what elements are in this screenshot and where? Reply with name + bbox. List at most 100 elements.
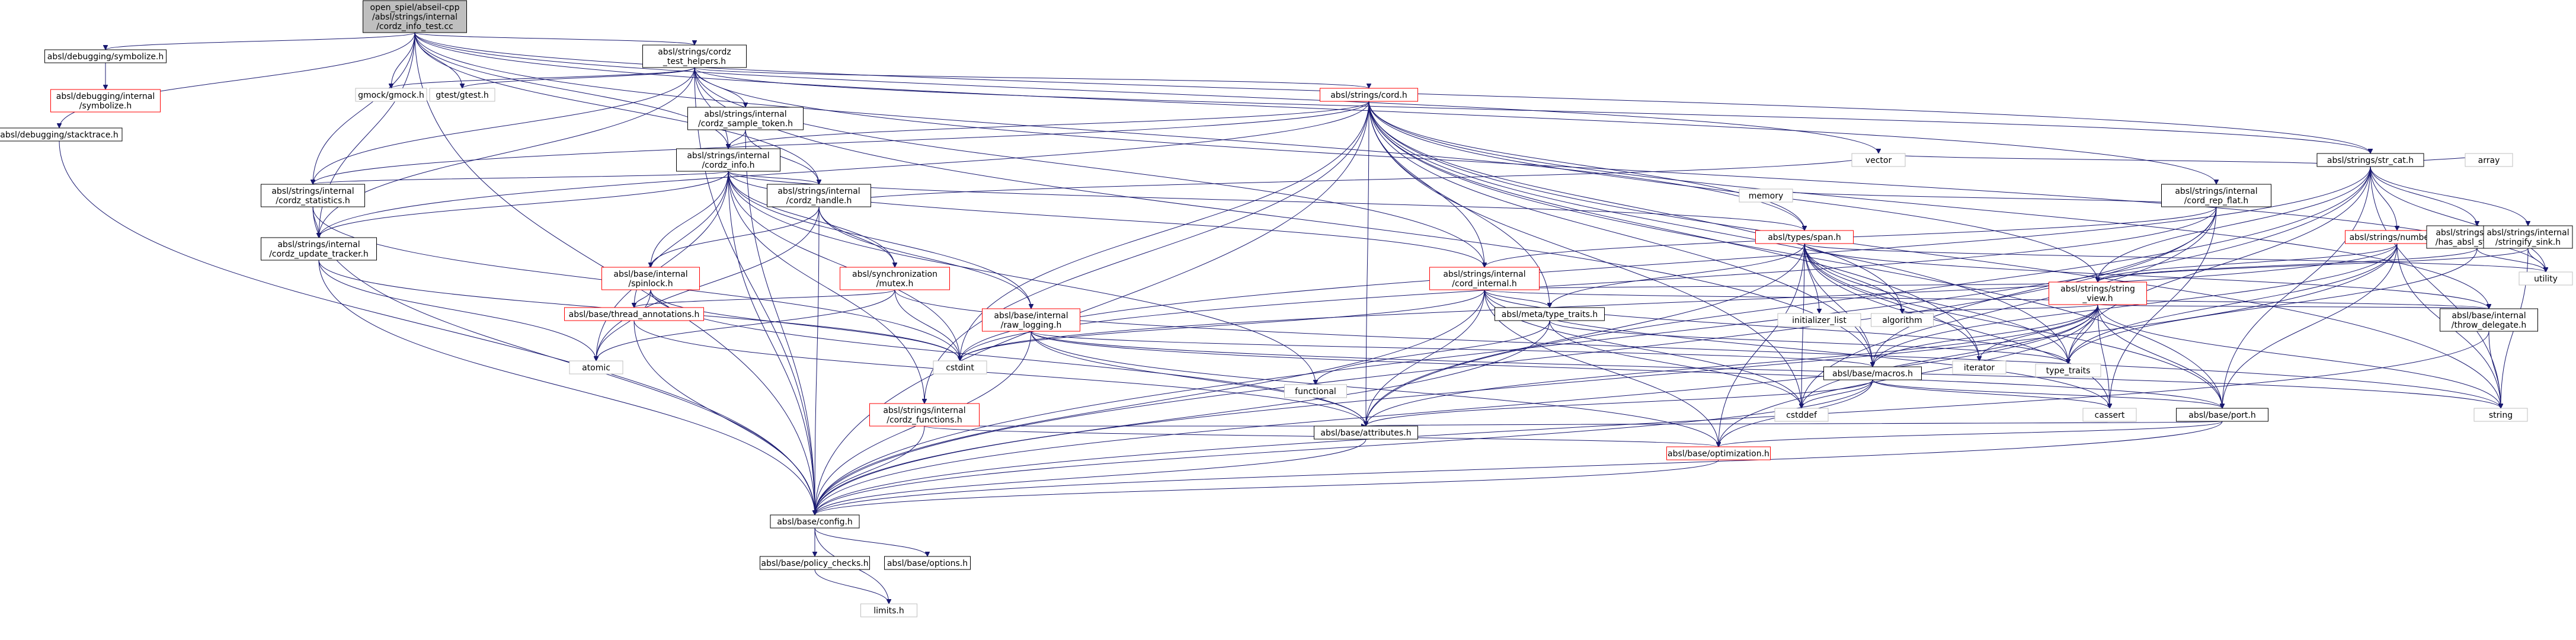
- edge-cordz_test_helpers-to-macros: [694, 67, 1873, 367]
- edge-cordz_test_helpers-to-cordz_statistics: [313, 67, 695, 184]
- node-cordz-sample-token[interactable]: absl/strings/internal/cordz_sample_token…: [687, 107, 804, 130]
- node-cordz-info[interactable]: absl/strings/internal/cordz_info.h: [676, 148, 780, 172]
- node-label: gmock/gmock.h: [358, 91, 424, 100]
- node-box: [2035, 363, 2101, 377]
- node-box: [687, 107, 804, 130]
- node-type-traits[interactable]: type_traits: [2035, 363, 2101, 377]
- edge-root-to-cord_rep_flat: [414, 32, 2216, 184]
- node-label: absl/base/internal: [613, 270, 687, 279]
- node-cordz-test-helpers[interactable]: absl/strings/cordz_test_helpers.h: [642, 44, 747, 68]
- node-box: [1429, 267, 1540, 290]
- node-spinlock[interactable]: absl/base/internal/spinlock.h: [601, 267, 700, 290]
- edge-cordz_functions-to-config: [815, 425, 925, 515]
- node-stacktrace[interactable]: absl/debugging/stacktrace.h: [0, 127, 123, 142]
- node-options[interactable]: absl/base/options.h: [884, 556, 971, 570]
- node-stringify-sink[interactable]: absl/strings/internal/stringify_sink.h: [2483, 225, 2573, 249]
- node-functional[interactable]: functional: [1284, 384, 1347, 398]
- edge-span-to-port: [1804, 243, 2222, 408]
- node-raw-logging[interactable]: absl/base/internal/raw_logging.h: [982, 308, 1080, 332]
- node-box: [2049, 281, 2147, 305]
- edge-string_view-to-throw_delegate: [2097, 305, 2489, 309]
- node-cordz-update-tracker[interactable]: absl/strings/internal/cordz_update_track…: [261, 237, 377, 261]
- node-box: [840, 267, 950, 290]
- node-str-cat[interactable]: absl/strings/str_cat.h: [2316, 153, 2424, 167]
- node-box: [2519, 271, 2573, 286]
- edge-raw_logging-to-string: [1031, 331, 2501, 408]
- edge-cord-to-algorithm: [1368, 101, 1902, 313]
- node-string-view[interactable]: absl/strings/string_view.h: [2049, 281, 2147, 305]
- node-box: [363, 0, 467, 33]
- node-iterator[interactable]: iterator: [1952, 360, 2007, 375]
- node-symbolize-internal[interactable]: absl/debugging/internal/symbolize.h: [50, 89, 161, 113]
- node-atomic[interactable]: atomic: [569, 360, 623, 375]
- edge-mutex-to-thread_annotations: [634, 289, 895, 308]
- node-gtest[interactable]: gtest/gtest.h: [429, 88, 495, 102]
- node-numbers[interactable]: absl/strings/numbers.h: [2345, 230, 2449, 244]
- node-root[interactable]: open_spiel/abseil-cpp/absl/strings/inter…: [363, 0, 467, 33]
- node-port[interactable]: absl/base/port.h: [2176, 408, 2268, 422]
- node-box: [261, 237, 377, 261]
- node-cord-internal[interactable]: absl/strings/internal/cord_internal.h: [1429, 267, 1540, 290]
- node-macros[interactable]: absl/base/macros.h: [1823, 366, 1922, 380]
- node-policy-checks[interactable]: absl/base/policy_checks.h: [760, 556, 870, 570]
- node-label: absl/types/span.h: [1768, 233, 1841, 242]
- nodes-layer: open_spiel/abseil-cpp/absl/strings/inter…: [0, 0, 2573, 617]
- node-attributes[interactable]: absl/base/attributes.h: [1314, 425, 1418, 440]
- node-symbolize[interactable]: absl/debugging/symbolize.h: [44, 49, 167, 63]
- edge-cordz_test_helpers-to-gtest: [462, 67, 695, 89]
- node-cordz-functions[interactable]: absl/strings/internal/cordz_functions.h: [869, 403, 980, 427]
- edge-cordz_test_helpers-to-utility: [694, 67, 2546, 272]
- node-utility[interactable]: utility: [2519, 271, 2573, 286]
- node-cordz-statistics[interactable]: absl/strings/internal/cordz_statistics.h: [261, 184, 365, 207]
- edge-numbers-to-config: [815, 243, 2398, 515]
- edge-cordz_info-to-span: [728, 171, 1804, 231]
- edge-cordz_info-to-functional: [728, 171, 1316, 385]
- node-vector[interactable]: vector: [1851, 153, 1906, 167]
- node-optimization[interactable]: absl/base/optimization.h: [1666, 446, 1771, 460]
- edge-has_absl_stringify-to-string_view: [2098, 248, 2478, 283]
- node-cassert[interactable]: cassert: [2082, 408, 2137, 422]
- edge-cordz_info-to-mutex: [728, 171, 895, 267]
- node-mutex[interactable]: absl/synchronization/mutex.h: [840, 267, 950, 290]
- node-label: /throw_delegate.h: [2452, 321, 2526, 330]
- node-cstddef[interactable]: cstddef: [1774, 408, 1829, 422]
- node-config[interactable]: absl/base/config.h: [770, 514, 860, 529]
- node-box: [2176, 408, 2268, 422]
- edge-cordz_info-to-atomic: [596, 171, 729, 361]
- edge-cordz_handle-to-raw_logging: [818, 206, 1031, 309]
- edge-string_view-to-config: [815, 304, 2098, 515]
- node-label: absl/base/port.h: [2188, 411, 2255, 420]
- edges-layer: [59, 32, 2546, 604]
- node-throw-delegate[interactable]: absl/base/internal/throw_delegate.h: [2440, 308, 2538, 332]
- node-label: absl/base/internal: [2452, 311, 2526, 321]
- node-cordz-handle[interactable]: absl/strings/internal/cordz_handle.h: [767, 184, 871, 207]
- node-box: [429, 88, 495, 102]
- edge-cord_internal-to-attributes: [1366, 289, 1485, 426]
- node-box: [1666, 446, 1771, 460]
- edge-has_absl_stringify-to-utility: [2476, 248, 2546, 273]
- node-string[interactable]: string: [2473, 408, 2528, 422]
- node-memory[interactable]: memory: [1739, 188, 1793, 203]
- edge-cord-to-cordz_update_tracker: [319, 101, 1369, 238]
- node-cord-rep-flat[interactable]: absl/strings/internal/cord_rep_flat.h: [2161, 184, 2271, 207]
- node-box: [642, 44, 747, 68]
- node-box: [2473, 408, 2528, 422]
- edge-cordz_info-to-cstdint: [728, 171, 960, 361]
- edge-span-to-cassert: [1804, 243, 2110, 408]
- node-label: absl/strings/numbers.h: [2350, 233, 2445, 242]
- node-meta-type-traits[interactable]: absl/meta/type_traits.h: [1495, 307, 1605, 321]
- node-cord[interactable]: absl/strings/cord.h: [1320, 88, 1418, 102]
- node-gmock[interactable]: gmock/gmock.h: [355, 88, 427, 102]
- node-span[interactable]: absl/types/span.h: [1755, 230, 1854, 244]
- node-initializer-list[interactable]: initializer_list: [1777, 313, 1861, 327]
- node-box: [933, 360, 987, 375]
- edge-str_cat-to-vector: [1879, 153, 2371, 167]
- node-algorithm[interactable]: algorithm: [1871, 313, 1934, 327]
- edge-string_view-to-attributes: [1366, 304, 2098, 426]
- node-box: [767, 184, 871, 207]
- node-thread-annotations[interactable]: absl/base/thread_annotations.h: [564, 307, 704, 321]
- node-array[interactable]: array: [2465, 153, 2513, 167]
- node-limits[interactable]: limits.h: [860, 603, 917, 617]
- node-cstdint[interactable]: cstdint: [933, 360, 987, 375]
- edge-raw_logging-to-optimization: [1031, 331, 1719, 447]
